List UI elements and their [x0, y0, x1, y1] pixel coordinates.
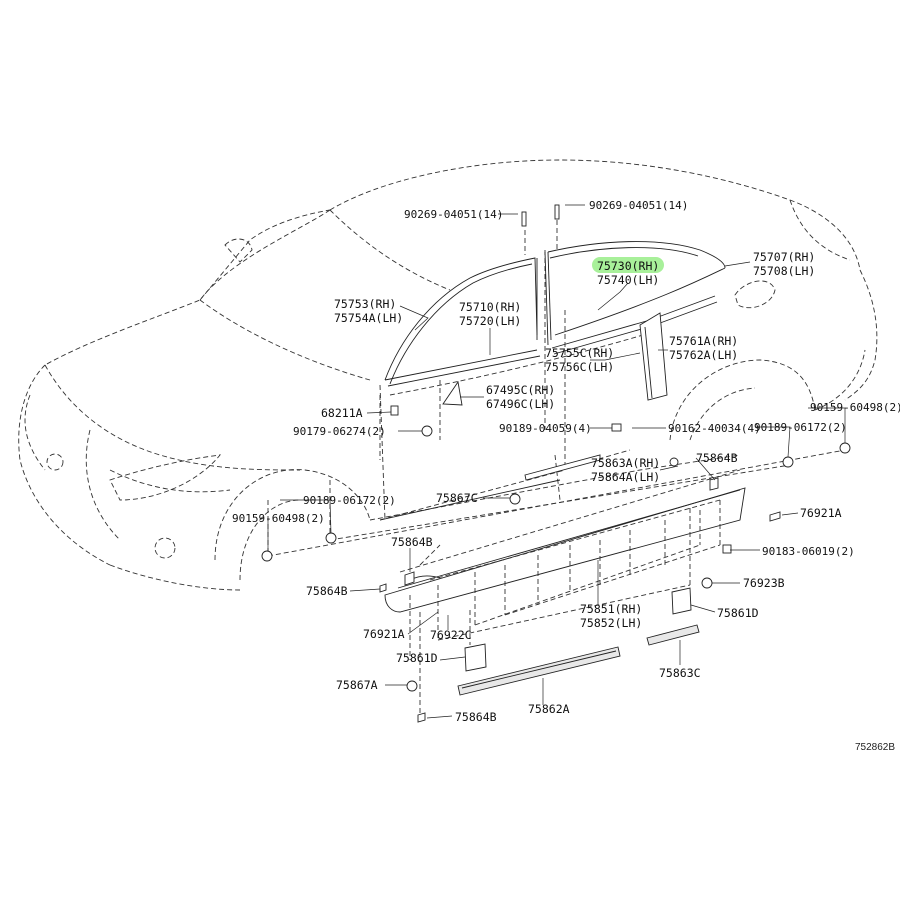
label-75863a[interactable]: 75863A(RH)	[591, 456, 660, 470]
label-75753[interactable]: 75753(RH)	[334, 297, 396, 311]
illustration-id: 752862B	[855, 742, 895, 753]
highlight-marker	[592, 257, 664, 273]
label-75861d-left[interactable]: 75861D	[396, 651, 438, 665]
window-moldings	[384, 241, 726, 437]
label-75761a[interactable]: 75761A(RH)	[669, 334, 738, 348]
side-skirt-assembly	[261, 204, 851, 723]
label-75740[interactable]: 75740(LH)	[597, 273, 659, 287]
label-75851[interactable]: 75851(RH)	[580, 602, 642, 616]
label-68211a[interactable]: 68211A	[321, 406, 363, 420]
label-90179-06274[interactable]: 90179-06274(2)	[293, 425, 386, 438]
car-body-outline	[18, 159, 878, 591]
leader-lines	[267, 204, 846, 719]
label-90183-06019[interactable]: 90183-06019(2)	[762, 545, 855, 558]
label-75863c[interactable]: 75863C	[659, 666, 701, 680]
label-67495c[interactable]: 67495C(RH)	[486, 383, 555, 397]
label-75864b-top[interactable]: 75864B	[696, 451, 738, 465]
label-75864a[interactable]: 75864A(LH)	[591, 470, 660, 484]
label-75755c[interactable]: 75755C(RH)	[545, 346, 614, 360]
label-67496c[interactable]: 67496C(LH)	[486, 397, 555, 411]
label-75864b-left[interactable]: 75864B	[306, 584, 348, 598]
label-75852[interactable]: 75852(LH)	[580, 616, 642, 630]
label-90189-04059[interactable]: 90189-04059(4)	[499, 422, 592, 435]
label-90189-06172-right[interactable]: 90189-06172(2)	[754, 421, 847, 434]
label-75762a[interactable]: 75762A(LH)	[669, 348, 738, 362]
label-75867a[interactable]: 75867A	[336, 678, 378, 692]
label-76921a-right[interactable]: 76921A	[800, 506, 842, 520]
label-75864b-mid[interactable]: 75864B	[391, 535, 433, 549]
label-75864b-bottom[interactable]: 75864B	[455, 710, 497, 724]
label-75756c[interactable]: 75756C(LH)	[545, 360, 614, 374]
label-90189-06172-left[interactable]: 90189-06172(2)	[303, 494, 396, 507]
label-75708[interactable]: 75708(LH)	[753, 264, 815, 278]
label-75754a[interactable]: 75754A(LH)	[334, 311, 403, 325]
label-75710[interactable]: 75710(RH)	[459, 300, 521, 314]
label-75862a[interactable]: 75862A	[528, 702, 570, 716]
label-75867c[interactable]: 75867C	[436, 491, 478, 505]
label-90159-60498-left[interactable]: 90159-60498(2)	[232, 512, 325, 525]
part-labels[interactable]: 90269-04051(14) 90269-04051(14) 75707(RH…	[232, 199, 900, 724]
label-75730[interactable]: 75730(RH)	[597, 259, 659, 273]
label-76922c[interactable]: 76922C	[430, 628, 472, 642]
label-75861d-right[interactable]: 75861D	[717, 606, 759, 620]
label-90269-04051-left[interactable]: 90269-04051(14)	[404, 208, 503, 221]
label-90159-60498-right[interactable]: 90159-60498(2)	[810, 401, 900, 414]
label-90162-40034[interactable]: 90162-40034(4)	[668, 422, 761, 435]
label-76923b[interactable]: 76923B	[743, 576, 785, 590]
label-90269-04051-right[interactable]: 90269-04051(14)	[589, 199, 688, 212]
label-76921a-left[interactable]: 76921A	[363, 627, 405, 641]
label-75707[interactable]: 75707(RH)	[753, 250, 815, 264]
label-75720[interactable]: 75720(LH)	[459, 314, 521, 328]
